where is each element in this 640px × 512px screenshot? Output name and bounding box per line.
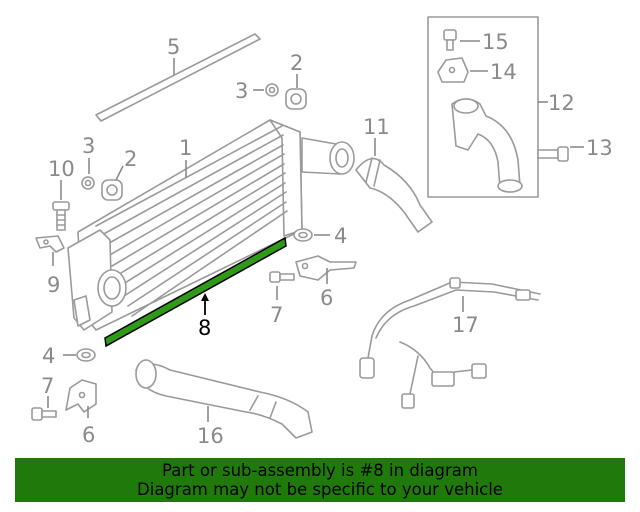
callout-7-right: 7 [270, 303, 283, 327]
part-6-bracket-lower [65, 379, 97, 413]
part-15-bolt [443, 29, 457, 51]
callout-3-left: 3 [82, 134, 95, 158]
callout-16: 16 [197, 424, 224, 448]
part-1-intercooler [67, 119, 355, 331]
part-17-wiring-harness [359, 277, 541, 409]
part-9-bracket [35, 235, 65, 253]
callout-6-right: 6 [320, 286, 333, 310]
part-4-grommet-lower [76, 348, 96, 362]
callout-4-lower: 4 [42, 344, 55, 368]
callout-2-upper: 2 [290, 51, 303, 75]
notice-line-2: Diagram may not be specific to your vehi… [137, 480, 503, 499]
part-4-grommet-right [293, 228, 313, 242]
callout-11: 11 [363, 115, 390, 139]
callout-14: 14 [490, 60, 517, 84]
callout-8: 8 [198, 316, 211, 340]
part-6-bracket-right [295, 255, 357, 281]
notice-line-1: Part or sub-assembly is #8 in diagram [162, 461, 478, 480]
part-8-seal-shape [104, 236, 287, 348]
part-14-bracket [437, 57, 469, 83]
callout-17: 17 [452, 313, 479, 337]
callout-13: 13 [586, 136, 613, 160]
parts-diagram: 5 3 2 3 2 [31, 16, 613, 448]
callout-5: 5 [167, 35, 180, 59]
callout-7-lower: 7 [41, 374, 54, 398]
notice-banner: Part or sub-assembly is #8 in diagram Di… [15, 458, 625, 502]
part-5-strip [95, 33, 261, 122]
part-7-bolt-lower [31, 407, 57, 421]
callout-3-upper: 3 [235, 79, 248, 103]
callout-6-lower: 6 [82, 423, 95, 447]
part-2-bushing-left [101, 179, 123, 201]
part-10-bolt [52, 201, 70, 231]
part-3-washer-upper [265, 83, 279, 97]
part-13-bolt [537, 146, 569, 162]
callout-10: 10 [48, 157, 75, 181]
callout-12: 12 [548, 91, 575, 115]
part-7-bolt-right [269, 271, 295, 283]
part-12-outlet-tube [451, 98, 523, 193]
part-11-hose [355, 157, 433, 233]
callout-4-right: 4 [334, 224, 347, 248]
part-16-lower-tube [135, 359, 313, 439]
part-3-washer-left [81, 176, 95, 190]
callout-9: 9 [47, 273, 60, 297]
callout-2-left: 2 [124, 147, 137, 171]
part-8-seal-strip [104, 236, 287, 348]
callout-1: 1 [179, 136, 192, 160]
part-2-bushing-upper [285, 88, 307, 110]
callout-15: 15 [482, 30, 509, 54]
part-12-assembly-box [427, 16, 539, 198]
